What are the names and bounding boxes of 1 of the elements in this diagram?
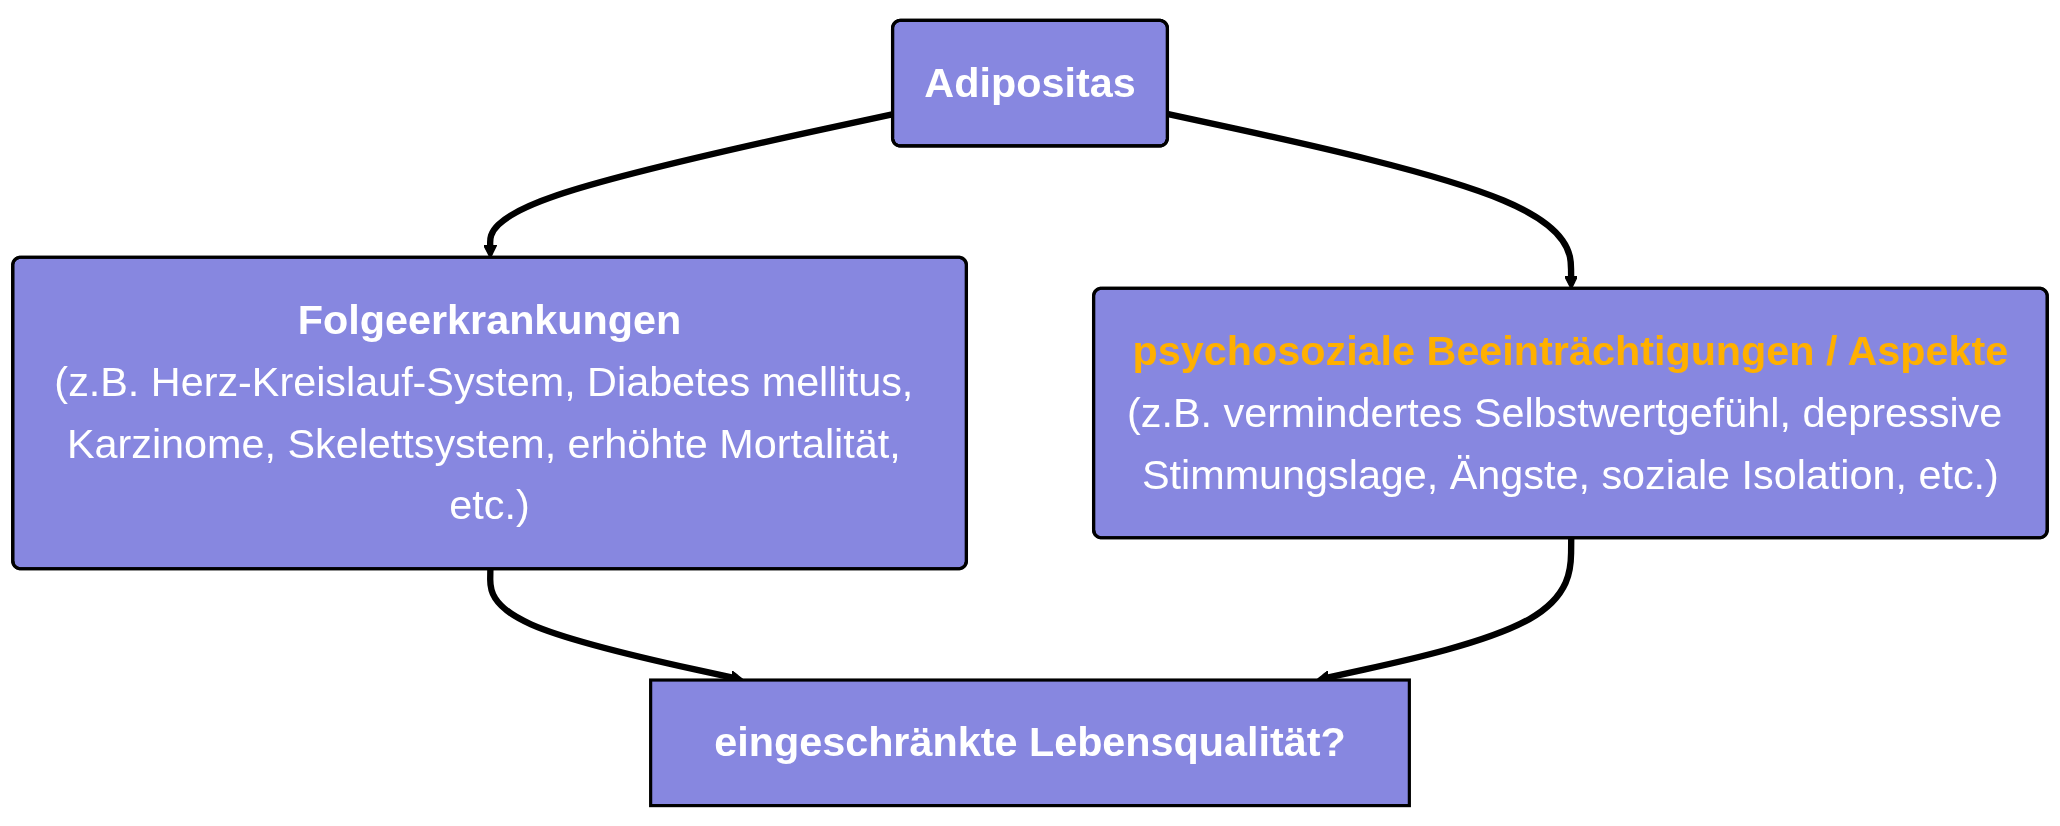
node-box: eingeschränkte Lebensqualität? — [649, 678, 1411, 808]
